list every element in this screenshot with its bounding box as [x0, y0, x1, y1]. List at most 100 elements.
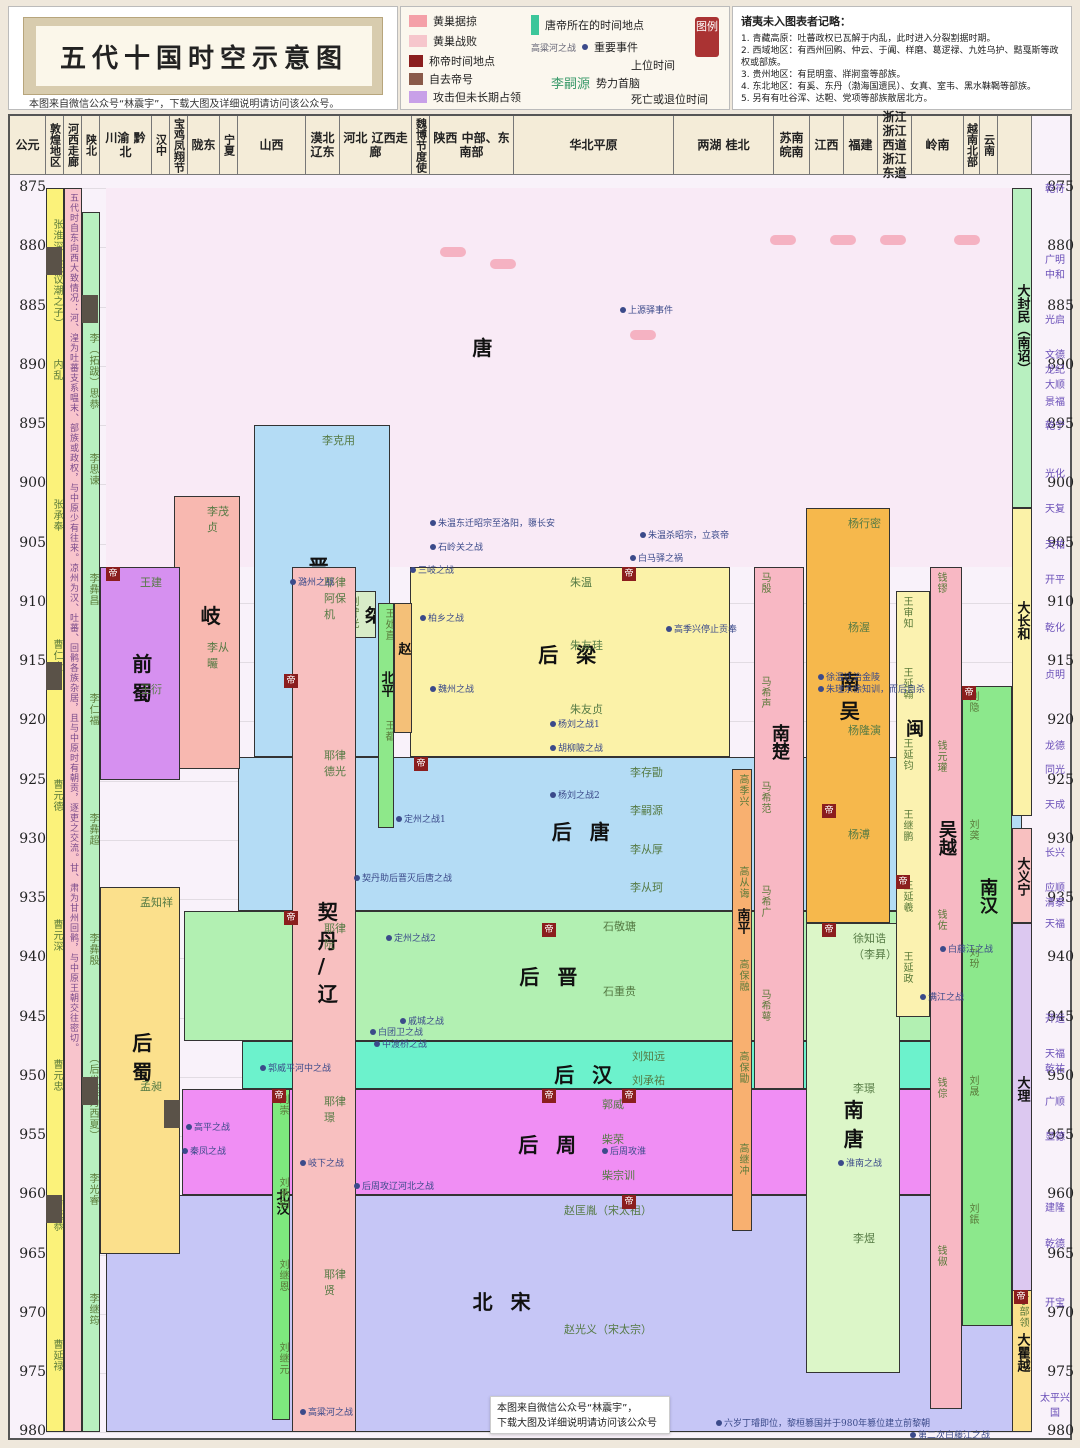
dynasty-name: 后周 [518, 1133, 595, 1158]
year-tick-right: 925 [1047, 771, 1074, 788]
year-tick: 955 [19, 1127, 46, 1143]
year-tick: 875 [19, 179, 46, 195]
emperor-icon: 帝 [284, 910, 298, 925]
event-dot-icon [186, 1124, 192, 1131]
event-dot-icon [430, 543, 436, 550]
event-label: 郭威平河中之战 [268, 1063, 332, 1074]
emperor-icon: 帝 [272, 1088, 286, 1103]
dynasty-name: 大理 [1014, 1075, 1030, 1102]
event-dot-icon [620, 306, 626, 313]
legend-item: 死亡或退位时间 [631, 91, 708, 107]
emperor-icon: 帝 [622, 567, 636, 582]
dynasty-block: 后唐李存勖李嗣源李从厚李从珂 [238, 756, 1022, 911]
military-tag-icon [82, 294, 98, 323]
legend-item: 高粱河之战重要事件 [531, 39, 638, 55]
event-label: 魏州之战 [438, 684, 475, 695]
year-tick: 950 [19, 1067, 46, 1084]
event-label: 朱瑾杀徐知训，而后自杀 [826, 684, 926, 695]
event-label: 满江之战 [928, 992, 965, 1003]
emperor-icon: 帝 [622, 1088, 636, 1103]
ruler-name: 刘承祐 [632, 1073, 665, 1087]
year-tick: 945 [19, 1008, 46, 1025]
ruler-name: 曹元忠 [51, 1059, 62, 1092]
ruler-name: 曹元德 [51, 779, 62, 812]
year-tick-right: 965 [1047, 1245, 1074, 1262]
event-label: 杨刘之战2 [558, 791, 600, 802]
event-label: 杨刘之战1 [558, 720, 600, 731]
ruler-name: 钱佐 [935, 908, 946, 931]
column-header: 苏南 皖南 [774, 116, 810, 174]
dynasty-block: 闽王审知王延翰王延钧王继鹏王延羲王延政 [896, 590, 930, 1018]
note-item: 1. 青藏高原：吐蕃政权已瓦解于内乱，此时进入分裂割据时期。 [741, 34, 996, 44]
event-label: 秦凤之战 [190, 1146, 227, 1157]
year-tick-right: 950 [1047, 1067, 1074, 1084]
legend-example: 李嗣源 [551, 77, 591, 92]
dynasty-name: 大封民（南诏） [1014, 284, 1030, 376]
ruler-name: 刘继元 [277, 1342, 288, 1376]
event-label: 三岐之战 [418, 566, 455, 577]
dynasty-block: 后梁朱温朱友珪朱友贞 [410, 567, 730, 757]
legend-label: 称帝时间地点 [429, 55, 495, 68]
column-header: 岭南 [912, 116, 964, 174]
year-tick-right: 960 [1047, 1186, 1074, 1203]
year-tick-right: 955 [1047, 1127, 1074, 1143]
year-tick: 975 [19, 1364, 46, 1380]
column-header: 两湖 桂北 [674, 116, 774, 174]
ruler-name: 李彝殷 [87, 932, 98, 966]
year-tick-right: 900 [1047, 475, 1074, 492]
era-name: 乾化 [1045, 622, 1065, 634]
dynasty-name: 南吴 [839, 669, 878, 723]
event-dot-icon [300, 1408, 306, 1415]
ruler-name: 刘知远 [632, 1050, 665, 1064]
column-header: 云南 [980, 116, 998, 174]
dynasty-name: 大长和 [1014, 600, 1030, 640]
ruler-name: 王建 [140, 576, 162, 590]
military-tag-icon [46, 662, 62, 690]
dynasty-name: 后蜀 [132, 1030, 171, 1084]
military-tag-icon [164, 1100, 180, 1129]
event-dot-icon [550, 792, 556, 799]
ruler-name: 张承奉 [51, 499, 62, 532]
header: 五代十国时空示意图 本图来自微信公众号“林震宇”，下载大图及详细说明请访问该公众… [8, 6, 1072, 110]
ruler-name: 刘鋹 [967, 1202, 978, 1225]
legend-label: 自去帝号 [429, 73, 473, 86]
legend-item: 自去帝号 [409, 71, 473, 87]
year-tick-right: 915 [1047, 653, 1074, 669]
ruler-name: 徐知诰（李昪） [853, 931, 897, 961]
event-dot-icon [910, 1432, 916, 1439]
era-name: 建隆 [1045, 1203, 1065, 1215]
event-label: 胡柳陂之战 [558, 743, 604, 754]
era-name: 贞明 [1045, 670, 1065, 681]
year-tick-right: 890 [1047, 356, 1074, 373]
column-header: 公元 [10, 116, 46, 174]
watermark-line: 下载大图及详细说明请访问该公众号 [497, 1418, 657, 1429]
ruler-name: 李璟 [853, 1081, 875, 1095]
era-name: 光启 [1045, 314, 1065, 326]
ruler-name: 王处直 [383, 607, 394, 641]
ruler-name: 曹延禄 [51, 1339, 62, 1372]
legend-label: 势力首脑 [596, 76, 641, 90]
dynasty-block: 北汉刘崇刘承钧刘继恩刘继元 [272, 1088, 290, 1421]
ruler-name: 朱友贞 [570, 702, 603, 716]
event-dot-icon [818, 685, 824, 692]
event-dot-icon [290, 579, 296, 586]
ruler-name: 柴荣 [602, 1133, 624, 1147]
dynasty-block: 南唐徐知诰（李昪）李璟李煜 [806, 922, 900, 1373]
event-dot-icon [182, 1147, 188, 1154]
watermark-line: 本图来自微信公众号“林震宇”， [497, 1403, 638, 1414]
huangchao-raid-icon [830, 235, 856, 246]
ruler-name: 王衍 [140, 682, 162, 696]
ruler-name: 杨渥 [848, 620, 870, 634]
dynasty-name: 赵 [395, 642, 411, 656]
event-label: 高平之战 [194, 1123, 231, 1134]
dynasty-block: 大瞿越丁部领 [1012, 1290, 1032, 1433]
watermark: 本图来自微信公众号“林震宇”， 下载大图及详细说明请访问该公众号 [490, 1396, 670, 1434]
column-header: 陇东 [188, 116, 220, 174]
ruler-name: 王继鹏 [901, 809, 912, 843]
event-dot-icon [550, 744, 556, 751]
year-tick-right: 970 [1047, 1304, 1074, 1321]
ruler-name: 钱俶 [935, 1245, 946, 1268]
notes-panel: 诸夷未入图表者记略： 1. 青藏高原：吐蕃政权已瓦解于内乱，此时进入分裂割据时期… [732, 6, 1072, 110]
ruler-name: 李思谏 [87, 452, 98, 486]
hexi-note: 五代时自东向西大致情况：河、湟为吐蕃支系嗢末、部族或政权，与中原少有往来。凉州为… [68, 193, 78, 1053]
